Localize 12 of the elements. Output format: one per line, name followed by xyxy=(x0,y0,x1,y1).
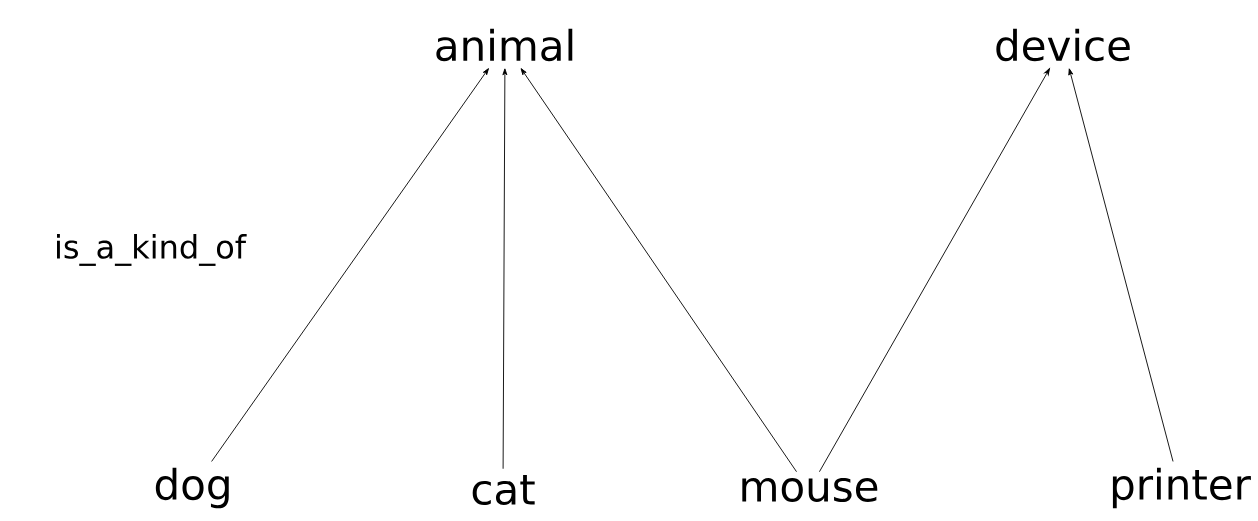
node-label: mouse xyxy=(742,477,878,503)
node-label: animal xyxy=(436,28,573,62)
arrow xyxy=(520,68,797,473)
relation-label: is_a_kind_of xyxy=(57,234,247,266)
node-label: cat xyxy=(472,474,535,506)
node-label: printer xyxy=(1112,467,1251,509)
arrow xyxy=(211,68,489,462)
node-label: device xyxy=(996,28,1130,62)
arrow xyxy=(1068,68,1174,462)
arrow xyxy=(502,68,508,470)
node-label: dog xyxy=(155,467,229,509)
arrow xyxy=(818,68,1050,473)
